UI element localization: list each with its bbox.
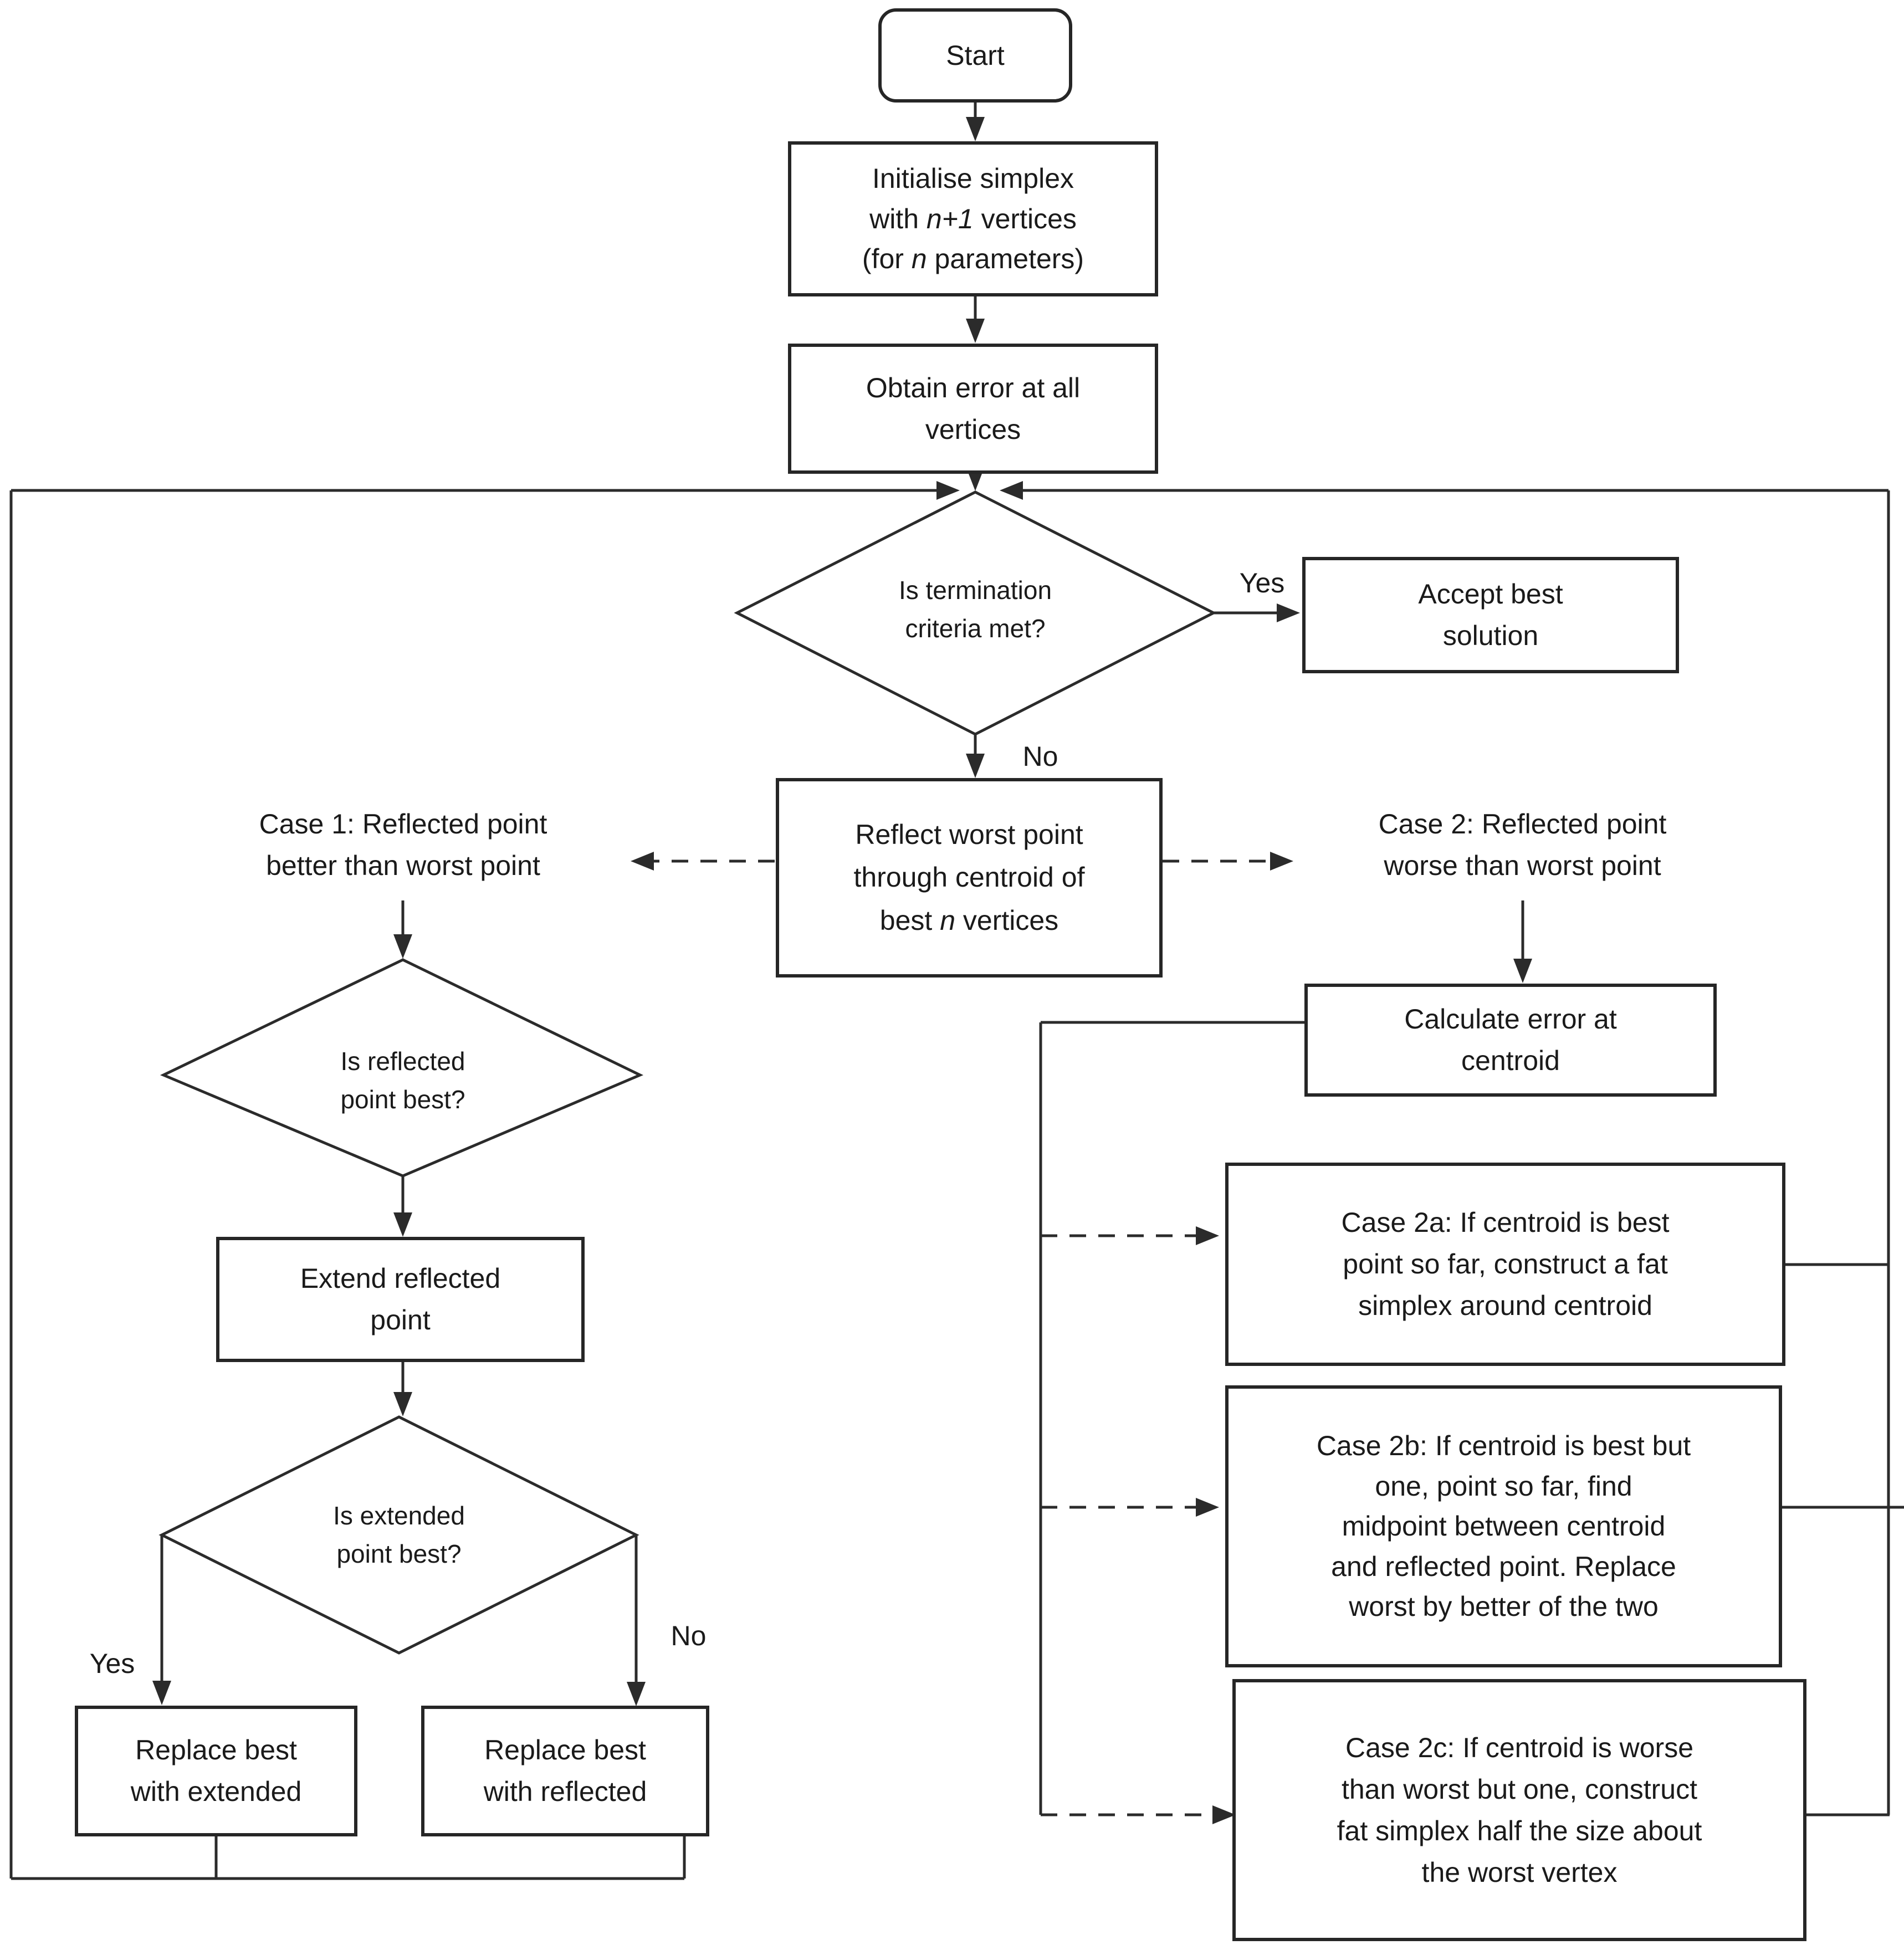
node-initialise-line3: (for n parameters) <box>862 243 1084 275</box>
arrowhead-case2b <box>1196 1498 1219 1517</box>
node-calc-centroid: Calculate error at centroid <box>1304 984 1717 1097</box>
arrowhead-no-reflect <box>966 754 985 778</box>
node-accept-best: Accept best solution <box>1302 557 1679 673</box>
node-reflect-worst: Reflect worst point through centroid of … <box>776 778 1163 978</box>
decision-extended-text: Is extended point best? <box>333 1501 465 1568</box>
label-no-bottom: No <box>671 1620 707 1651</box>
node-initialise-line1: Initialise simplex <box>872 163 1074 195</box>
arrowhead-initialise-obtain <box>966 319 985 343</box>
node-start-label: Start <box>946 39 1005 71</box>
arrowhead-case2c <box>1212 1805 1236 1824</box>
arrowhead-case2 <box>1270 852 1293 871</box>
node-replace-reflected: Replace best with reflected <box>421 1706 709 1836</box>
arrowhead-case2a <box>1196 1226 1219 1245</box>
extended-decision-diamond <box>158 1415 639 1655</box>
label-case2: Case 2: Reflected point worse than worst… <box>1378 808 1667 881</box>
node-start: Start <box>878 8 1072 103</box>
arrowhead-calc-centroid <box>1513 959 1532 983</box>
arrowhead-yes-accept <box>1277 603 1300 622</box>
arrowhead-feedback-right-junction <box>1000 481 1023 500</box>
arrowhead-feedback-left-junction <box>936 481 960 500</box>
decision-termination-text: Is termination criteria met? <box>898 576 1052 643</box>
node-initialise-simplex: Initialise simplex with n+1 vertices (fo… <box>788 141 1158 296</box>
node-obtain-error: Obtain error at all vertices <box>788 344 1158 474</box>
arrowhead-reflected-decision <box>393 934 412 959</box>
arrowhead-extend <box>393 1212 412 1237</box>
decision-reflected-text: Is reflected point best? <box>340 1047 465 1114</box>
arrowhead-start-initialise <box>966 117 985 141</box>
label-case1: Case 1: Reflected point better than wors… <box>259 808 547 881</box>
arrowhead-extended-decision <box>393 1392 412 1416</box>
node-extend-reflected: Extend reflected point <box>216 1237 585 1362</box>
arrowhead-replace-extended <box>152 1681 171 1705</box>
node-replace-extended: Replace best with extended <box>75 1706 357 1836</box>
label-no-top: No <box>1022 741 1058 772</box>
arrowhead-replace-reflected <box>627 1682 646 1706</box>
node-case2a: Case 2a: If centroid is best point so fa… <box>1225 1163 1785 1366</box>
label-yes-bottom: Yes <box>89 1648 135 1679</box>
label-yes-top: Yes <box>1239 567 1285 598</box>
arrowhead-case1 <box>631 852 654 871</box>
node-case2b: Case 2b: If centroid is best but one, po… <box>1225 1385 1782 1667</box>
node-case2c: Case 2c: If centroid is worse than worst… <box>1232 1679 1806 1941</box>
node-reflect-line3: best n vertices <box>879 904 1059 936</box>
node-initialise-line2: with n+1 vertices <box>869 203 1077 234</box>
